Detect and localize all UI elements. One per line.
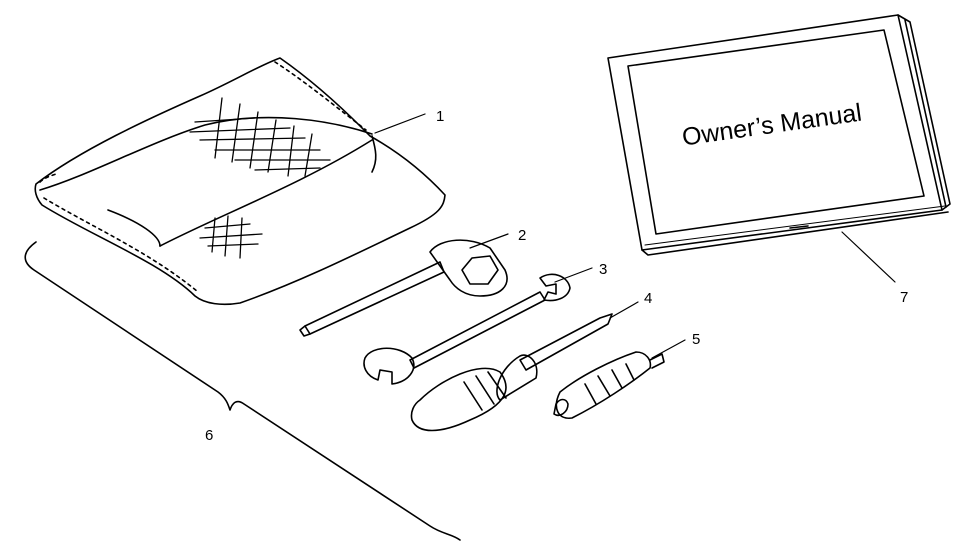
tool-pouch xyxy=(34,57,446,306)
callout-3: 3 xyxy=(599,261,607,278)
callout-7: 7 xyxy=(900,289,908,306)
manual-cover-title: Owner’s Manual xyxy=(680,99,863,152)
callout-6: 6 xyxy=(205,427,213,444)
spark-plug-socket-wrench xyxy=(299,239,508,337)
leader-3 xyxy=(554,267,593,283)
leader-2 xyxy=(469,233,509,249)
leader-lines xyxy=(374,113,896,359)
tool-kit-bracket xyxy=(24,241,461,541)
callout-4: 4 xyxy=(644,290,652,307)
leader-7 xyxy=(841,231,896,283)
screwdriver-bit xyxy=(553,351,665,419)
leader-1 xyxy=(374,113,426,134)
owners-manual: Owner’s Manual xyxy=(607,14,951,256)
screwdriver xyxy=(410,313,613,432)
open-end-wrench xyxy=(363,273,571,385)
callout-1: 1 xyxy=(436,108,444,125)
callout-2: 2 xyxy=(518,227,526,244)
leader-5 xyxy=(651,339,686,359)
callout-5: 5 xyxy=(692,331,700,348)
leader-4 xyxy=(609,301,639,319)
callout-numbers: 1 2 3 4 5 6 7 xyxy=(205,108,908,444)
